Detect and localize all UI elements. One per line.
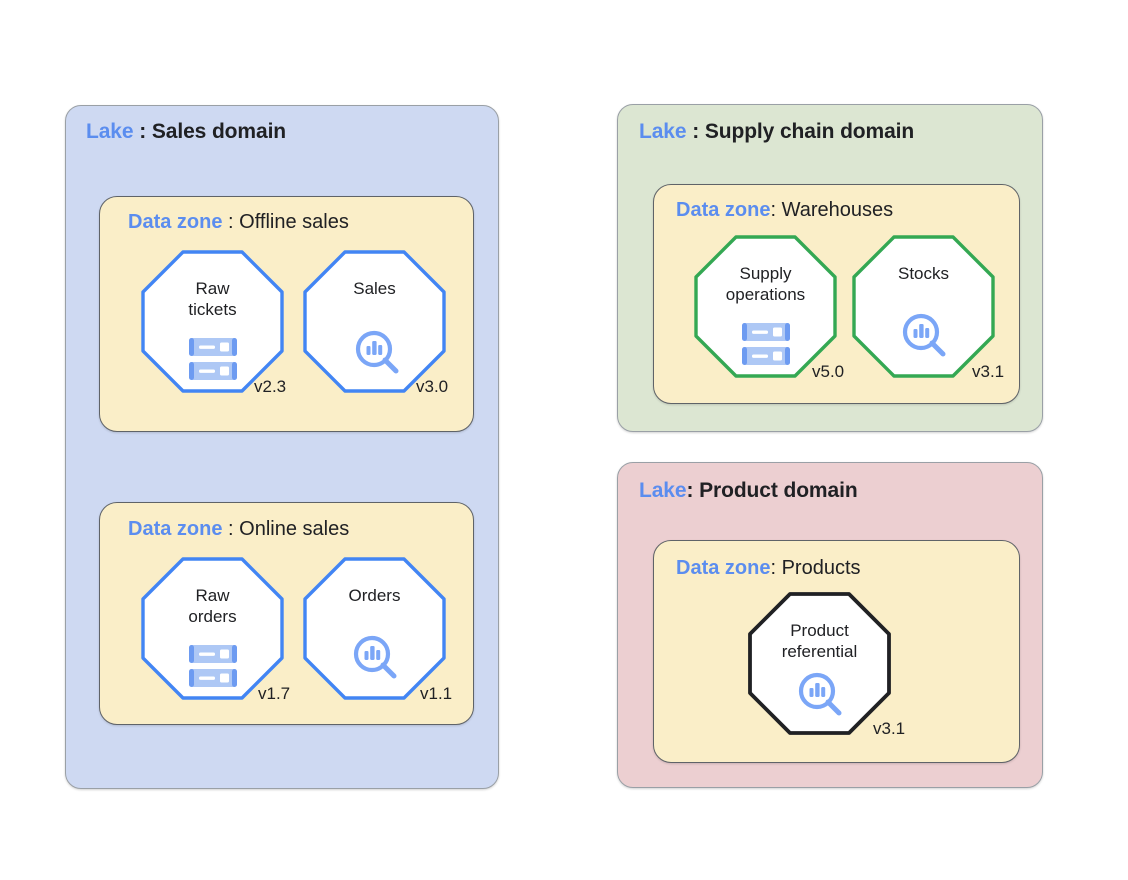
node-label: Product referential <box>781 621 858 661</box>
lake-separator: : <box>686 479 700 502</box>
node-version: v1.7 <box>258 684 291 703</box>
zone-name: Online sales <box>239 518 350 540</box>
octagon-shape <box>694 235 837 378</box>
zone-keyword: Data zone <box>676 199 771 221</box>
node-version: v5.0 <box>812 362 845 381</box>
node-version: v2.3 <box>254 377 287 396</box>
data-product-node-stocks[interactable]: Stocks v3.1 <box>852 235 1004 381</box>
node-label: Supply operations <box>725 264 806 304</box>
zone-separator: : <box>222 211 240 233</box>
lake-name: Product domain <box>699 479 858 502</box>
lake-title-sales: Lake : Sales domain <box>86 120 286 144</box>
zone-name: Offline sales <box>239 211 349 233</box>
octagon-shape <box>852 235 995 378</box>
data-product-node-raw-orders[interactable]: Raw orders v1.7 <box>141 557 290 703</box>
data-product-node-supply-operations[interactable]: Supply operations v5.0 <box>694 235 844 381</box>
zone-keyword: Data zone <box>676 557 771 579</box>
data-zone-title-warehouses: Data zone: Warehouses <box>676 199 893 222</box>
node-label: Orders <box>348 586 401 605</box>
zone-name: Warehouses <box>781 199 894 221</box>
zone-keyword: Data zone <box>128 518 223 540</box>
lake-keyword: Lake <box>639 479 687 502</box>
zone-name: Products <box>781 557 861 579</box>
lake-separator: : <box>686 120 705 143</box>
data-zone-title-offline-sales: Data zone : Offline sales <box>128 211 349 234</box>
node-label: Sales <box>353 279 396 298</box>
octagon-shape <box>303 557 446 700</box>
octagon-shape <box>748 592 891 735</box>
lake-name: Sales domain <box>151 120 287 143</box>
octagon-shape <box>141 557 284 700</box>
data-product-node-orders[interactable]: Orders v1.1 <box>303 557 452 703</box>
node-label: Raw tickets <box>188 279 237 319</box>
zone-separator: : <box>222 518 240 540</box>
data-product-node-raw-tickets[interactable]: Raw tickets v2.3 <box>141 250 286 396</box>
lake-separator: : <box>133 120 152 143</box>
data-zone-title-products: Data zone: Products <box>676 557 861 580</box>
zone-separator: : <box>770 557 782 579</box>
lake-keyword: Lake <box>86 120 134 143</box>
node-version: v3.1 <box>972 362 1005 381</box>
lake-title-product: Lake: Product domain <box>639 479 858 503</box>
node-version: v3.1 <box>873 719 906 738</box>
data-product-node-sales[interactable]: Sales v3.0 <box>303 250 448 396</box>
node-version: v3.0 <box>416 377 449 396</box>
data-zone-title-online-sales: Data zone : Online sales <box>128 518 349 541</box>
zone-separator: : <box>770 199 782 221</box>
lake-title-supply-chain: Lake : Supply chain domain <box>639 120 914 144</box>
node-version: v1.1 <box>420 684 453 703</box>
octagon-shape <box>141 250 284 393</box>
lake-name: Supply chain domain <box>704 120 915 143</box>
node-label: Raw orders <box>188 586 237 626</box>
node-label: Stocks <box>897 264 950 283</box>
data-product-node-product-referential[interactable]: Product referential v3.1 <box>748 592 905 738</box>
zone-keyword: Data zone <box>128 211 223 233</box>
octagon-shape <box>303 250 446 393</box>
lake-keyword: Lake <box>639 120 687 143</box>
